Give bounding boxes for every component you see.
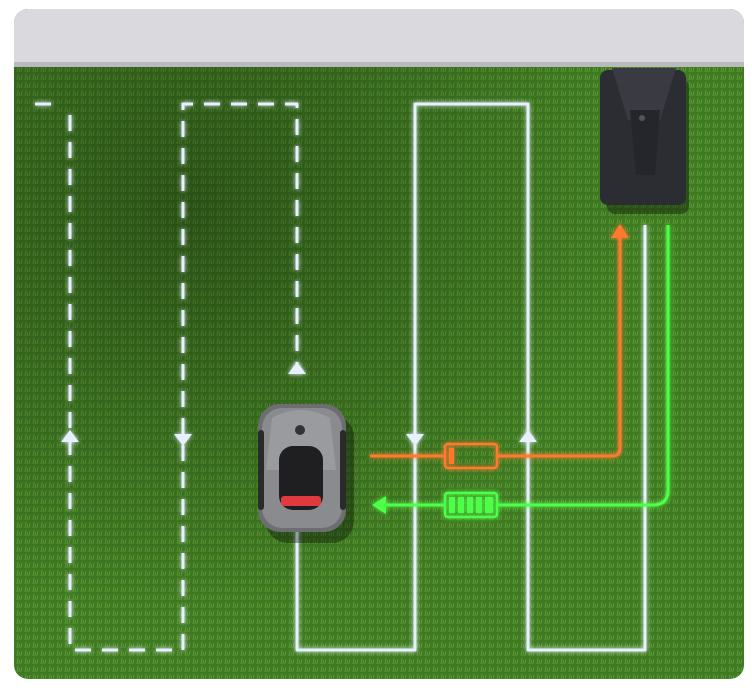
robot-mower bbox=[258, 404, 354, 543]
low-battery-icon bbox=[443, 442, 499, 470]
mowed-path bbox=[295, 102, 647, 652]
return-to-dock-path bbox=[370, 235, 622, 458]
planned-path-dashed bbox=[35, 102, 299, 652]
full-battery-icon bbox=[443, 491, 499, 519]
charging-station bbox=[600, 68, 689, 214]
arrow-left-icon bbox=[372, 496, 386, 514]
arrow-up-icon bbox=[61, 362, 537, 442]
wall bbox=[14, 9, 744, 66]
charged-return-path bbox=[385, 225, 670, 507]
arrow-down-icon bbox=[174, 434, 424, 446]
arrow-up-icon bbox=[611, 224, 629, 238]
